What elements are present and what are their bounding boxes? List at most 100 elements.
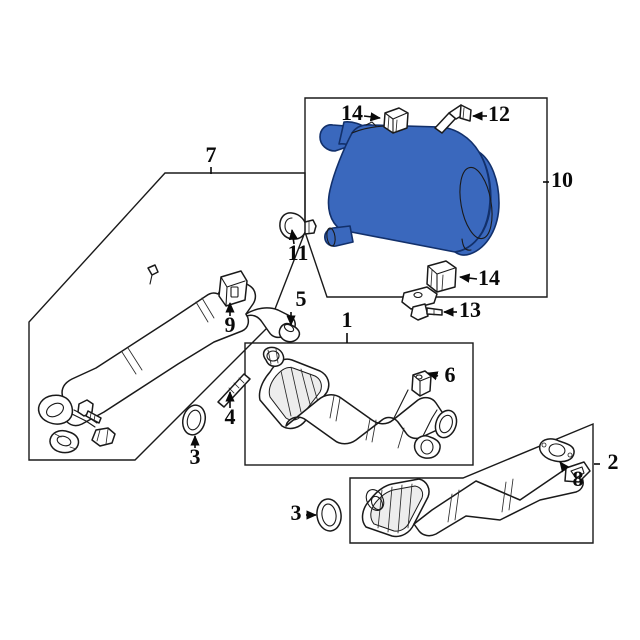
- conv2-can-shade: [370, 485, 424, 532]
- spacer-body: [278, 322, 301, 343]
- part-gasket-panel1: [434, 409, 458, 439]
- part-muffler-assembly: [319, 121, 500, 256]
- callout-11[interactable]: 11: [288, 240, 309, 265]
- part-exhaust-gasket-upper: [181, 404, 207, 436]
- gasket-8-hole-l: [541, 442, 547, 448]
- front-pipe-wire-1: [392, 389, 409, 421]
- callout-14-upper[interactable]: 14: [341, 100, 363, 125]
- hanger-rod-line: [462, 107, 465, 120]
- leader-14-upper: [363, 112, 381, 122]
- callout-8[interactable]: 8: [573, 466, 584, 491]
- stud-thread-2: [233, 382, 240, 389]
- callout-9[interactable]: 9: [225, 312, 236, 337]
- pipe-nut-cluster: [49, 427, 116, 454]
- front-pipe-seam-3: [365, 418, 371, 441]
- conv2-pipe-seam-4: [508, 478, 514, 511]
- part-converter-mounting-bracket: [411, 370, 432, 397]
- converter-rib-3: [300, 368, 312, 409]
- conv2-pipe-seam-1: [447, 493, 453, 523]
- bolt-thread-1: [89, 412, 92, 420]
- part-intermediate-exhaust-pipe: [37, 212, 317, 454]
- callout-13[interactable]: 13: [459, 297, 481, 322]
- callout-1[interactable]: 1: [342, 307, 353, 332]
- leader-8: [559, 461, 570, 473]
- callout-12[interactable]: 12: [488, 101, 510, 126]
- pipe-bolt: [77, 399, 102, 424]
- nut-a-bore: [56, 435, 72, 447]
- muffler-outlet-stub: [324, 225, 354, 247]
- conv2-end-flange: [564, 461, 591, 483]
- front-pipe-seam-4: [371, 419, 377, 443]
- callout-6[interactable]: 6: [445, 362, 456, 387]
- gasket-8-hole-r: [567, 452, 573, 458]
- muffler-outlet-bore: [326, 227, 336, 247]
- callout-14-lower[interactable]: 14: [478, 265, 500, 290]
- callout-numbers: 7 10 14 12 14 13 11 9 5 1 6 4 3 3 2 8: [190, 100, 619, 525]
- front-pipe-run: [285, 394, 445, 445]
- part-pipe-insulator: [218, 270, 248, 307]
- leader-14-lower: [459, 273, 478, 283]
- converter-rib-4: [309, 373, 319, 403]
- muffler-end-cap-rim: [459, 166, 493, 240]
- conv2-rib-3: [397, 484, 403, 534]
- insulator-slot: [230, 286, 239, 298]
- muffler-barrel: [327, 124, 491, 253]
- part-converter-flange-gasket: [538, 438, 575, 463]
- part-muffler-hanger-rod: [434, 104, 472, 134]
- leader-11: [288, 229, 298, 245]
- gasket-lower-inner: [321, 503, 337, 527]
- callout-4[interactable]: 4: [225, 404, 236, 429]
- insulator-lower-body: [426, 260, 457, 293]
- bracket-6-body: [411, 370, 432, 397]
- stud-thread-1: [238, 377, 245, 384]
- conv2-end-flange-inner: [570, 466, 585, 479]
- pipe-seam-3: [195, 301, 209, 323]
- part-muffler-insulator-lower: [426, 260, 457, 293]
- pipe-tail-rod: [71, 413, 96, 428]
- nut-b-facet-2: [105, 428, 109, 445]
- bracket-6-hole: [415, 374, 423, 380]
- conv2-pipe-seam-2: [454, 489, 460, 521]
- hanger-bracket-stem: [410, 303, 429, 321]
- nut-a-facet-2: [69, 446, 77, 450]
- panel-outline-1: [244, 342, 474, 466]
- hanger-bracket-pin: [426, 307, 443, 316]
- muffler-end-cap: [454, 151, 500, 256]
- nut-b-facet-1: [96, 429, 101, 442]
- front-pipe-wire-2: [422, 409, 438, 437]
- panel-outline-2: [349, 422, 594, 544]
- pipe-inlet-bore: [46, 402, 64, 418]
- part-exhaust-gasket-lower: [316, 498, 342, 532]
- pipe-midclip-stem: [149, 274, 153, 285]
- hanger-bracket-plate: [401, 286, 438, 310]
- insulator-upper-body: [383, 107, 409, 134]
- callout-3-upper[interactable]: 3: [190, 444, 201, 469]
- pipe-seam-2: [127, 347, 143, 371]
- muffler-tailpipe-hook: [461, 238, 472, 251]
- converter-rib-2: [290, 366, 302, 413]
- front-pipe-outlet-bore: [420, 439, 434, 455]
- converter-sensor-cap: [266, 350, 280, 362]
- callout-2[interactable]: 2: [608, 449, 619, 474]
- callout-3-lower[interactable]: 3: [291, 500, 302, 525]
- hanger-rod-tip: [459, 104, 472, 122]
- conv2-pipe-seam-3: [501, 481, 507, 513]
- insulator-upper-rib-2: [387, 115, 390, 130]
- nut-a: [49, 429, 80, 454]
- front-pipe-seam-2: [335, 397, 341, 422]
- front-pipe-seam-1: [329, 395, 335, 419]
- clamp-bolt-ear: [304, 219, 317, 235]
- callout-10[interactable]: 10: [551, 167, 573, 192]
- muffler-top-tab: [365, 121, 377, 127]
- gasket-upper-inner: [186, 409, 202, 431]
- front-pipe-seam-5: [397, 427, 405, 449]
- gasket-8-bore: [548, 443, 566, 457]
- conv2-rib-4: [407, 483, 413, 529]
- callout-7[interactable]: 7: [206, 142, 217, 167]
- converter-rib-1: [280, 370, 292, 417]
- panel1-gasket-inner: [439, 414, 453, 434]
- insulator-upper-rib-1: [395, 119, 398, 133]
- callout-5[interactable]: 5: [296, 286, 307, 311]
